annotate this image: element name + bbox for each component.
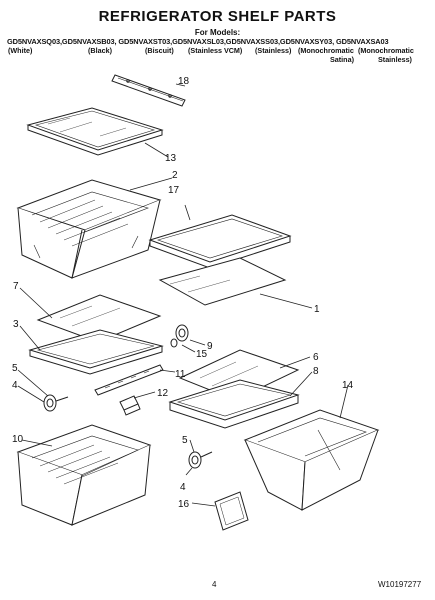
part-18-rail: [111, 74, 186, 107]
part-13-glass-shelf: [26, 107, 164, 156]
part-4-roller-bottom: [188, 451, 213, 469]
callout-11: 11: [175, 369, 186, 380]
part-12-clip: [119, 395, 141, 416]
part-16-insert: [214, 491, 249, 531]
part-1-glass-panel: [158, 257, 287, 306]
variant-stainless-line2: Stainless): [378, 55, 412, 64]
variant-white: (White): [8, 46, 33, 55]
callout-12: 12: [157, 388, 169, 399]
callout-6: 6: [313, 352, 319, 363]
variant-stainless-vcm: (Stainless VCM): [188, 46, 243, 55]
callout-9: 9: [207, 341, 213, 352]
callout-14: 14: [342, 380, 354, 391]
callout-1: 1: [314, 304, 320, 315]
callout-4-bottom: 4: [180, 482, 186, 493]
callout-18: 18: [178, 76, 190, 87]
variant-monochromatic-stainless: (Monochromatic: [358, 46, 414, 55]
variant-monochromatic-satina: (Monochromatic: [298, 46, 354, 55]
part-14-crisper-drawer: [243, 409, 380, 511]
callout-5-bottom: 5: [182, 435, 188, 446]
part-17-shelf-frame: [148, 214, 292, 269]
variant-satina-line2: Satina): [330, 55, 354, 64]
document-number: W10197277: [378, 580, 422, 589]
variant-stainless: (Stainless): [255, 46, 292, 55]
page-number: 4: [212, 580, 217, 589]
part-8-frame: [168, 379, 300, 429]
callout-8: 8: [313, 366, 319, 377]
callout-4: 4: [12, 380, 18, 391]
variant-black: (Black): [88, 46, 112, 55]
model-numbers: GD5NVAXSQ03,GD5NVAXSB03, GD5NVAXST03,GD5…: [7, 37, 389, 46]
variant-biscuit: (Biscuit): [145, 46, 174, 55]
callout-7: 7: [13, 281, 19, 292]
part-2-crisper-drawer: [16, 179, 162, 279]
page-title: REFRIGERATOR SHELF PARTS: [98, 8, 337, 25]
callout-5: 5: [12, 363, 18, 374]
callout-15: 15: [196, 349, 208, 360]
part-15-cap: [170, 338, 178, 348]
part-4-roller-left: [43, 394, 69, 412]
part-3-frame: [28, 329, 164, 375]
callout-13: 13: [165, 153, 177, 164]
part-10-crisper-drawer: [16, 424, 152, 526]
part-9-roller: [175, 324, 189, 342]
part-7-glass-panel: [36, 294, 162, 343]
callout-17: 17: [168, 185, 180, 196]
for-models-label: For Models:: [194, 28, 241, 37]
callout-10: 10: [12, 434, 24, 445]
callout-16: 16: [178, 499, 190, 510]
callout-3: 3: [13, 319, 19, 330]
leader-lines: [17, 83, 349, 507]
callout-2: 2: [172, 170, 178, 181]
